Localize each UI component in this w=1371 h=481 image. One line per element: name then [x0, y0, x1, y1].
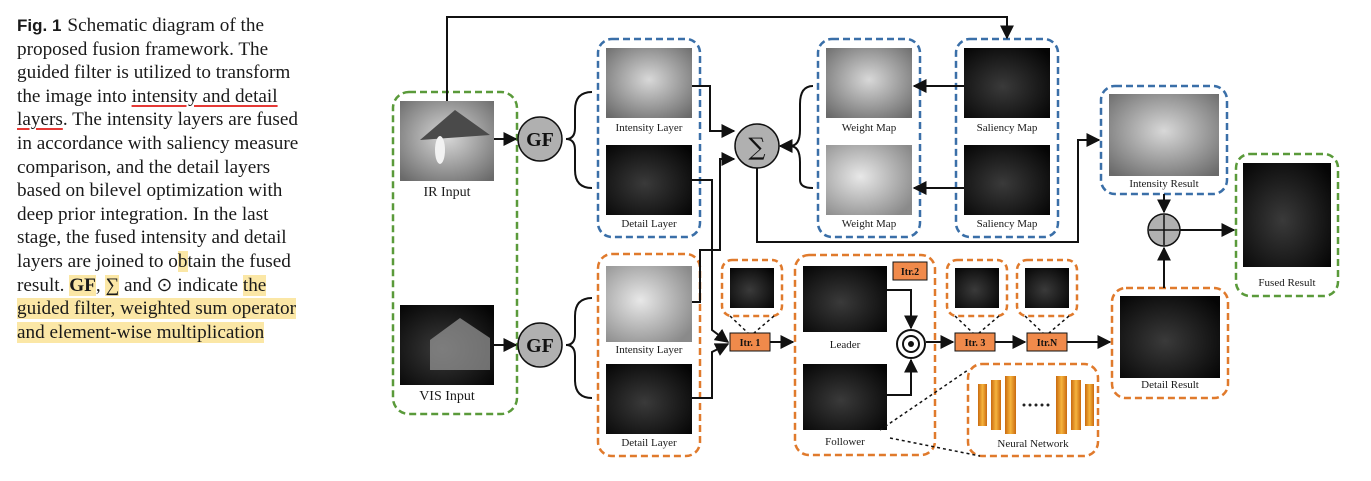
caption-text-1: Schematic diagram of the proposed fusion…	[17, 15, 291, 107]
neural-network-group-box	[966, 362, 1100, 458]
vis-input-label: VIS Input	[419, 389, 475, 404]
caption-gf: GF	[69, 274, 96, 296]
bottom-intensity-to-sum-arrow	[692, 152, 736, 303]
saliency-map-top-label: Saliency Map	[977, 122, 1038, 134]
itr3-label: Itr. 3	[965, 338, 986, 349]
vis-input-image	[400, 305, 494, 385]
sum-to-intensity-result-arrow	[756, 133, 1101, 243]
top-layers-group-box	[596, 37, 702, 239]
weight-map-bottom-label: Weight Map	[842, 218, 897, 230]
itr1-thumb-box	[720, 258, 784, 318]
follower-label: Follower	[825, 436, 865, 448]
elementwise-multiply-node	[896, 329, 926, 359]
caption-text-5: tain the fused result.	[17, 250, 291, 296]
top-detail-layer-label: Detail Layer	[621, 218, 677, 230]
bottom-detail-layer-image	[606, 364, 692, 434]
weight-map-bottom-image	[826, 145, 912, 215]
top-intensity-layer-label: Intensity Layer	[616, 122, 683, 134]
input-group-box	[391, 90, 519, 416]
itr2-label: Itr.2	[901, 267, 919, 278]
detail-result-group-box	[1110, 286, 1230, 400]
bottom-detail-to-itr1-arrow	[692, 343, 730, 399]
bottom-detail-layer-label: Detail Layer	[621, 437, 677, 449]
gf-node-top	[517, 116, 563, 162]
itr1-label: Itr. 1	[740, 338, 761, 349]
top-split-brace	[565, 91, 593, 189]
caption-sum-symbol: ∑	[105, 274, 120, 296]
itr3-thumb-box	[945, 258, 1009, 318]
top-intensity-layer-image	[606, 48, 692, 118]
bottom-split-brace	[565, 297, 593, 399]
itr2-badge	[892, 261, 928, 281]
gf-node-bottom-label: GF	[526, 335, 554, 357]
leader-image	[803, 266, 887, 332]
weight-merge-brace	[789, 85, 814, 189]
bottom-layers-group-box	[596, 252, 702, 458]
follower-image	[803, 364, 887, 430]
caption-highlight-b: b	[177, 250, 188, 272]
gf-node-top-label: GF	[526, 129, 554, 151]
itrN-label: Itr.N	[1037, 338, 1058, 349]
weight-map-group-box	[816, 37, 922, 239]
ir-to-top-arrow	[446, 16, 1014, 101]
leader-to-multiply-arrow	[887, 289, 918, 330]
fused-result-image	[1243, 163, 1331, 267]
fused-result-group-box	[1234, 152, 1340, 298]
intensity-result-image	[1109, 94, 1219, 176]
leader-label: Leader	[830, 339, 861, 351]
detail-result-label: Detail Result	[1141, 379, 1199, 391]
sum-symbol: ∑	[748, 133, 765, 161]
saliency-map-bottom-image	[964, 145, 1050, 215]
top-detail-to-itr1-arrow	[692, 179, 730, 343]
intensity-to-sum-arrow	[692, 85, 736, 138]
caption-text-9: and ⊙ indicate	[119, 274, 243, 296]
caption-underlined: intensity and detail layers	[17, 85, 278, 131]
intensity-result-label: Intensity Result	[1129, 178, 1198, 190]
weight-map-top-label: Weight Map	[842, 122, 897, 134]
detail-result-image	[1120, 296, 1220, 378]
itrN-thumb-image	[1025, 268, 1069, 308]
follower-to-multiply-arrow	[887, 358, 918, 396]
itr1-thumb-image	[730, 268, 774, 308]
ir-input-label: IR Input	[423, 185, 470, 200]
gf-node-bottom	[517, 322, 563, 368]
itr3-thumb-image	[955, 268, 999, 308]
fused-result-label: Fused Result	[1258, 277, 1315, 289]
top-detail-layer-image	[606, 145, 692, 215]
saliency-map-bottom-label: Saliency Map	[977, 218, 1038, 230]
saliency-map-top-image	[964, 48, 1050, 118]
neural-network-label: Neural Network	[997, 438, 1069, 450]
bottom-intensity-layer-label: Intensity Layer	[616, 344, 683, 356]
itrN-thumb-box	[1015, 258, 1079, 318]
caption-text-3: . The intensity layers are fused in acco…	[17, 109, 299, 272]
figure-label: Fig. 1	[17, 16, 62, 35]
leader-follower-group-box	[793, 253, 937, 457]
bottom-intensity-layer-image	[606, 266, 692, 342]
weight-map-top-image	[826, 48, 912, 118]
zoom-connectors	[729, 315, 1070, 457]
neural-network-icon	[978, 376, 1094, 434]
caption-text-7: ,	[95, 274, 106, 296]
ir-input-image	[400, 101, 494, 181]
